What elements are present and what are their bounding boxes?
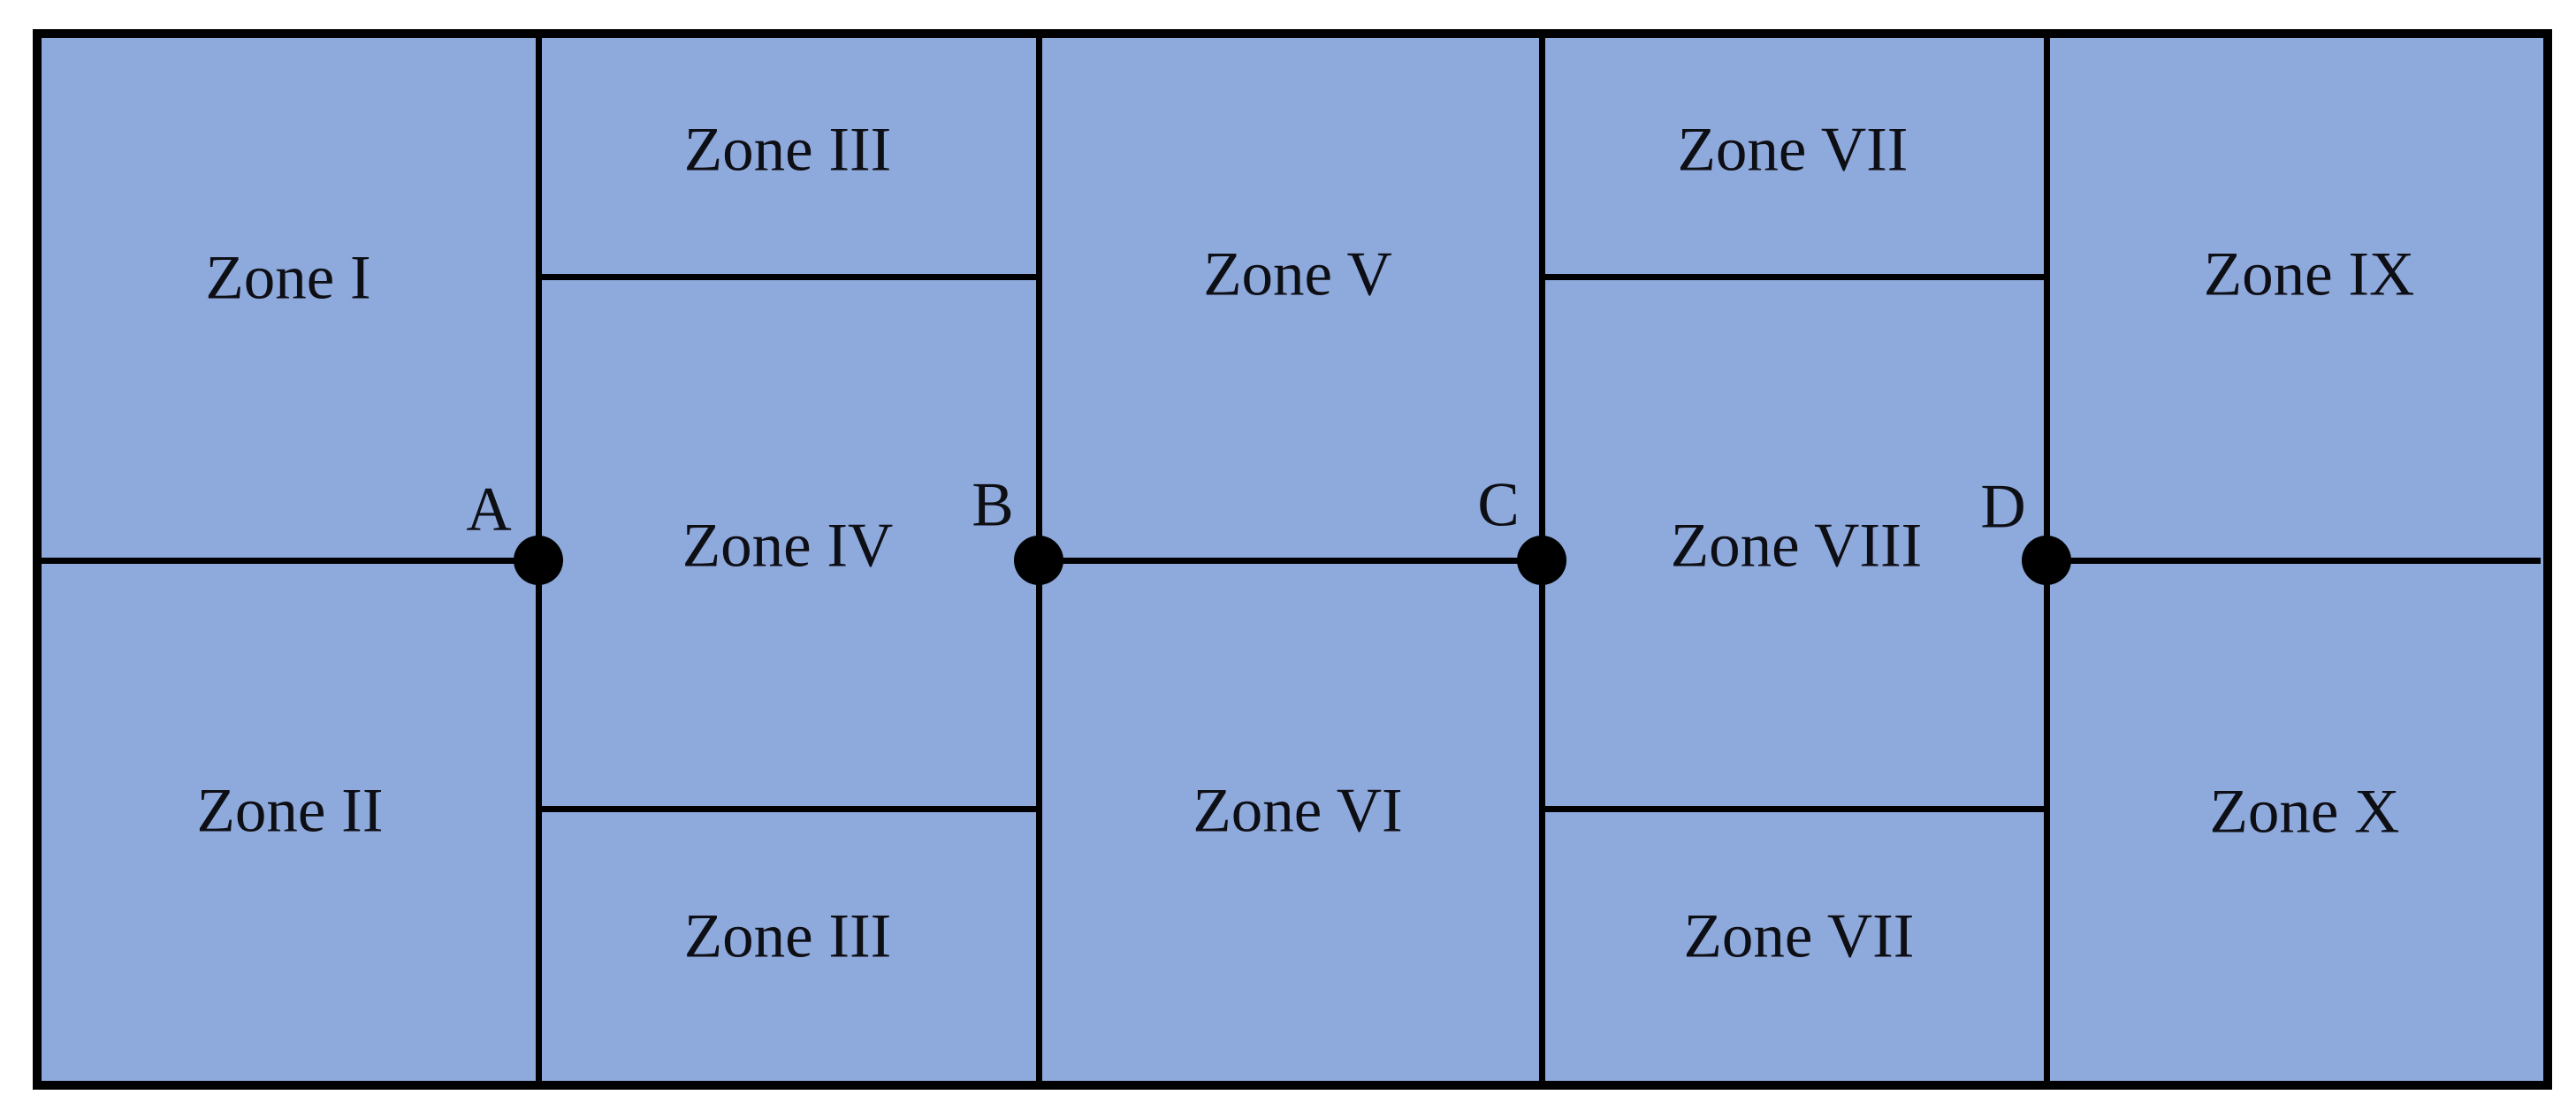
- zone-divider-line: [538, 805, 1039, 812]
- point-dot-b: [1014, 536, 1063, 585]
- zone-divider-line: [2038, 557, 2541, 564]
- zone-divider-line: [538, 273, 1039, 280]
- point-label-d: D: [1980, 472, 2026, 542]
- zone-label-zone-iii: Zone III: [683, 115, 892, 185]
- point-dot-d: [2022, 536, 2071, 585]
- zone-label-zone-ii: Zone II: [196, 776, 384, 846]
- zone-label-zone-viii: Zone VIII: [1670, 511, 1923, 581]
- point-label-c: C: [1477, 470, 1520, 540]
- point-dot-a: [514, 536, 563, 585]
- zone-label-zone-i: Zone I: [205, 243, 371, 313]
- point-label-a: A: [466, 475, 512, 544]
- point-dot-c: [1517, 536, 1566, 585]
- zone-label-zone-iii: Zone III: [683, 901, 892, 971]
- zone-label-zone-iv: Zone IV: [682, 511, 894, 581]
- zone-divider-line: [1542, 273, 2046, 280]
- zone-divider-line: [1542, 805, 2046, 812]
- zone-label-zone-vi: Zone VI: [1193, 776, 1403, 846]
- point-label-b: B: [972, 470, 1014, 540]
- zone-label-zone-vii: Zone VII: [1677, 115, 1909, 185]
- zone-label-zone-v: Zone V: [1203, 239, 1392, 309]
- zone-label-zone-vii: Zone VII: [1683, 901, 1915, 971]
- zone-divider-line: [40, 557, 548, 564]
- zone-label-zone-ix: Zone IX: [2203, 239, 2415, 309]
- zone-label-zone-x: Zone X: [2209, 777, 2400, 847]
- zone-divider-line: [1030, 557, 1551, 564]
